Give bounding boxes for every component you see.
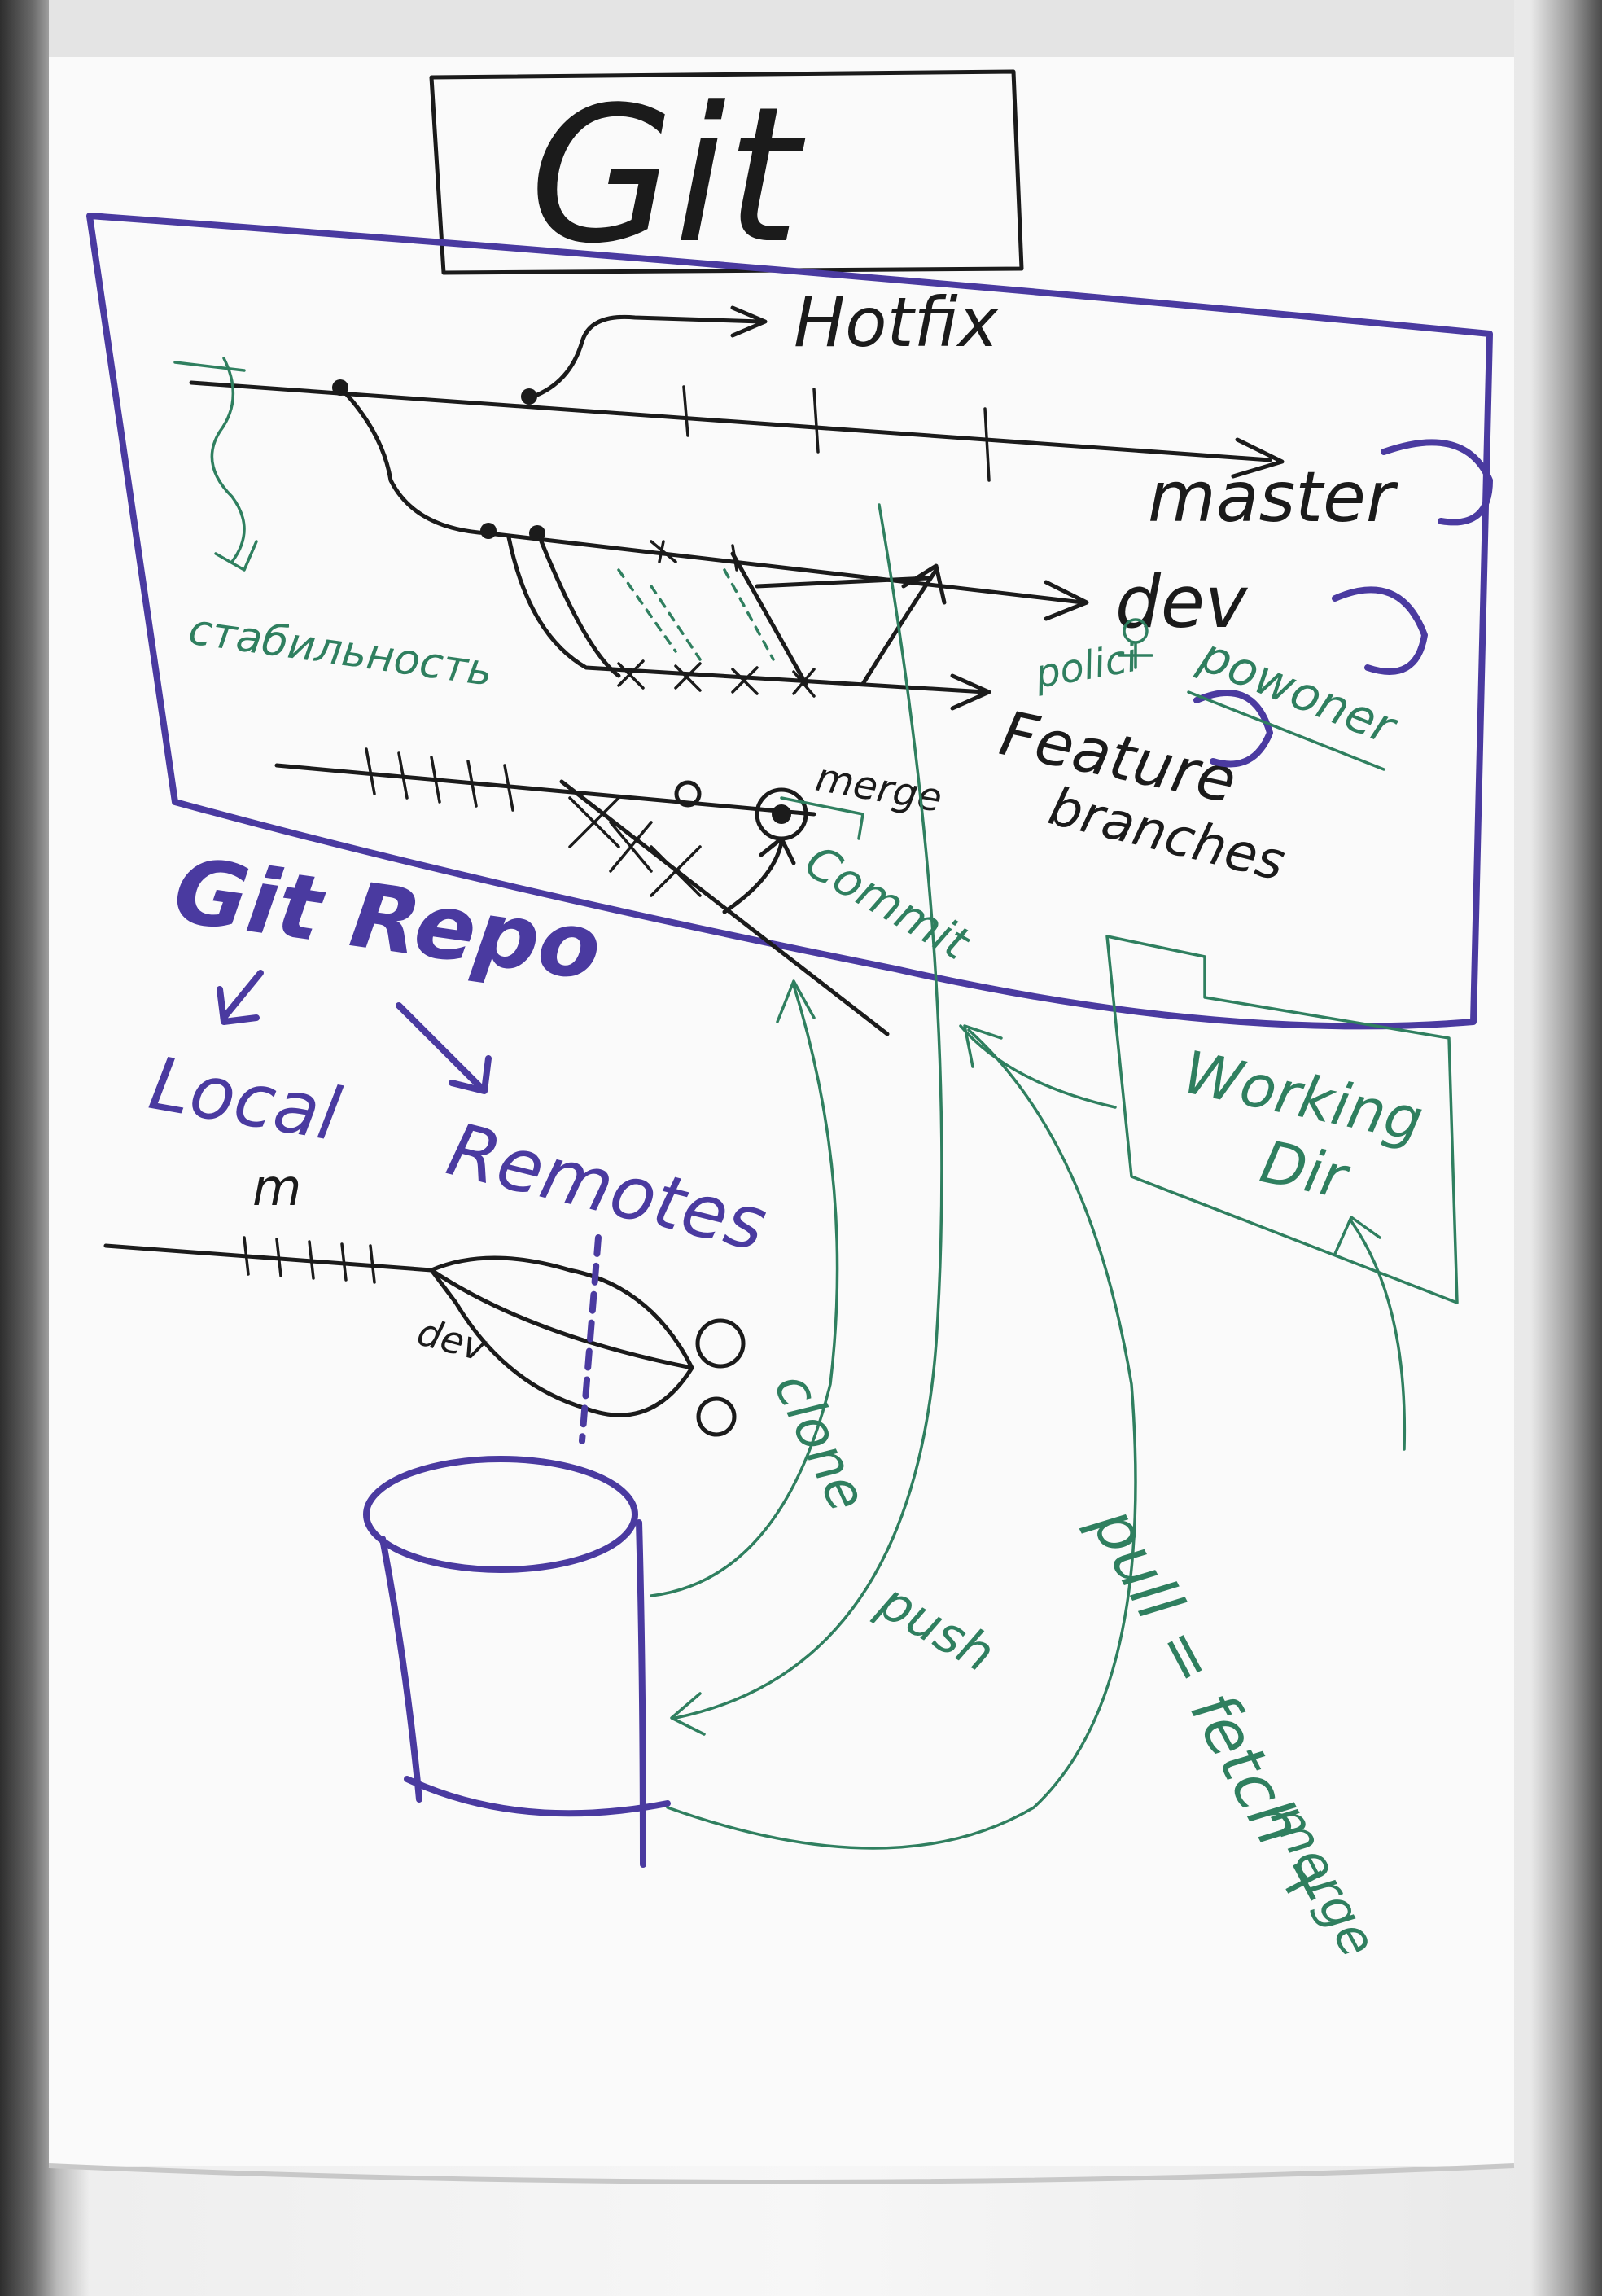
title-text: Git <box>529 68 806 285</box>
master-arrowhead <box>1231 437 1285 479</box>
local-feature-diagonal <box>559 779 890 1036</box>
owner-underline <box>1187 690 1385 771</box>
git-repo-box <box>86 213 1493 1030</box>
stability-wave-arrow <box>210 357 246 563</box>
green-dashed-arrows <box>617 568 775 661</box>
remote-db-top <box>363 1456 638 1573</box>
m-branch-line <box>103 1243 434 1273</box>
push-arrow-line <box>674 503 943 1720</box>
dev-commit-dot-1 <box>480 523 497 539</box>
m-branch-ticks <box>243 1236 376 1284</box>
remote-node-2 <box>696 1396 737 1437</box>
master-cycle-icon <box>1381 439 1493 526</box>
owner-person-body <box>1118 642 1153 669</box>
merge-node-dot <box>772 804 791 824</box>
dev-branch-line <box>338 385 1085 605</box>
remote-db-sides <box>379 1519 646 1868</box>
feature-cycle-icon <box>1193 690 1273 768</box>
local-feature-crosses <box>568 796 702 897</box>
paper-sheet <box>49 57 1514 2166</box>
green-commit-arrow <box>780 796 864 840</box>
local-arrow <box>217 970 264 1025</box>
remote-db-bottom <box>404 1776 671 1817</box>
master-branch-line <box>189 380 1272 462</box>
remote-inner-line <box>429 1268 694 1370</box>
master-label: master <box>1148 457 1398 538</box>
previous-sheet-edge <box>49 0 1514 57</box>
feature-arrowhead <box>950 673 991 711</box>
remote-node-1 <box>695 1318 746 1369</box>
pull-arrow-line <box>666 1028 1137 1850</box>
local-history-ticks <box>365 747 514 812</box>
hotfix-arrowhead <box>730 305 768 338</box>
merge-arrow-line <box>722 840 784 914</box>
clone-arrow-line <box>650 984 839 1597</box>
stability-arrowhead <box>214 540 258 572</box>
dev-to-merge-line <box>755 576 930 589</box>
local-remote-divider <box>579 1234 602 1444</box>
sheet-bottom-shadow <box>48 2163 1515 2184</box>
hotfix-label: Hotfix <box>794 283 1000 362</box>
master-commit-dot-2 <box>521 388 537 405</box>
dev-commit-dot-2 <box>529 525 545 541</box>
pull-arrowhead <box>963 1024 1003 1068</box>
local-commit-circle <box>674 780 702 808</box>
working-dir-folder <box>1105 935 1459 1304</box>
dev-arrowhead <box>1044 580 1089 621</box>
merge-arrowhead <box>759 836 796 865</box>
master-ticks <box>682 385 991 482</box>
feature-merge-diagonal <box>730 551 808 686</box>
push-arrowhead <box>670 1692 706 1736</box>
feature-branch-line-2 <box>539 539 621 678</box>
feature-merge-arrow <box>860 567 939 686</box>
title-box <box>429 69 1024 275</box>
m-label: m <box>252 1158 301 1217</box>
dev-label: dev <box>1115 560 1249 644</box>
pull-to-working-dir-arrow <box>1333 1216 1407 1451</box>
local-history-line <box>274 763 816 817</box>
hotfix-branch-line <box>531 314 764 399</box>
stability-start-tick <box>173 361 246 372</box>
remotes-arrow <box>396 1002 492 1094</box>
working-dir-to-commit-arrow <box>959 1024 1117 1109</box>
dev-cycle-icon <box>1332 586 1428 675</box>
feature-branch-line-1 <box>506 535 987 694</box>
clone-arrowhead <box>776 979 816 1023</box>
